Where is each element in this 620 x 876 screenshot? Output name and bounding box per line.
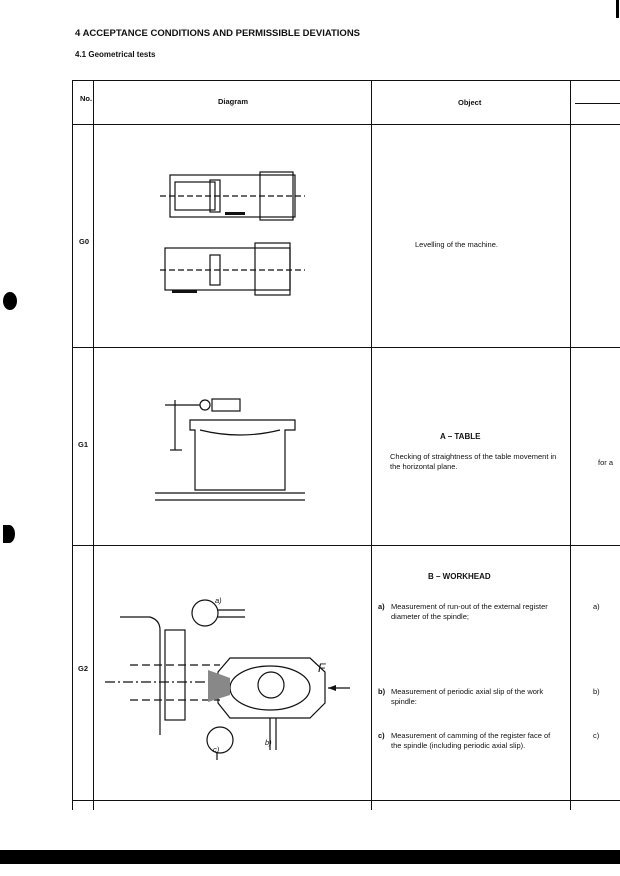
section-title: B – WORKHEAD xyxy=(428,572,491,581)
column-divider xyxy=(93,80,94,810)
scan-edge-bar xyxy=(0,850,620,864)
punch-hole xyxy=(3,525,15,543)
table-left-border xyxy=(72,80,73,810)
object-text: Checking of straightness of the table mo… xyxy=(390,452,557,471)
force-label: F xyxy=(318,661,326,675)
table-top-border xyxy=(72,80,620,81)
row-divider xyxy=(72,347,620,348)
workhead-diagram xyxy=(105,599,350,760)
row-no: G0 xyxy=(79,237,90,246)
scan-edge-mark xyxy=(616,0,619,18)
item-text: Measurement of camming of the register f… xyxy=(391,731,551,750)
punch-hole xyxy=(3,292,17,310)
column-divider xyxy=(371,80,372,810)
diagram-label-b: b) xyxy=(265,738,272,747)
item-label: b) xyxy=(593,687,600,696)
item-label: a) xyxy=(378,602,385,611)
item-label: c) xyxy=(378,731,385,740)
row-no: G1 xyxy=(78,440,89,449)
truncated-text: for a xyxy=(598,458,614,467)
header-object: Object xyxy=(458,98,482,107)
section-heading: 4 ACCEPTANCE CONDITIONS AND PERMISSIBLE … xyxy=(75,28,361,39)
diagram-label-c: c) xyxy=(213,745,220,754)
subsection-heading: 4.1 Geometrical tests xyxy=(75,50,156,59)
item-text: Measurement of periodic axial slip of th… xyxy=(391,687,544,706)
item-label: c) xyxy=(593,731,600,740)
diagram-label-a: a) xyxy=(215,596,222,605)
object-text: Levelling of the machine. xyxy=(415,240,498,249)
item-text: Measurement of run-out of the external r… xyxy=(391,602,548,621)
machine-plan-diagram xyxy=(160,171,305,296)
row-divider xyxy=(72,124,620,125)
row-divider xyxy=(575,103,620,104)
section-title: A – TABLE xyxy=(440,432,481,441)
header-no: No. xyxy=(80,94,93,103)
column-divider xyxy=(570,80,571,810)
row-divider xyxy=(72,800,620,801)
row-no: G2 xyxy=(78,664,89,673)
item-label: a) xyxy=(593,602,600,611)
table-straightness-diagram xyxy=(155,398,305,501)
row-divider xyxy=(72,545,620,546)
header-diagram: Diagram xyxy=(218,97,249,106)
item-label: b) xyxy=(378,687,386,696)
